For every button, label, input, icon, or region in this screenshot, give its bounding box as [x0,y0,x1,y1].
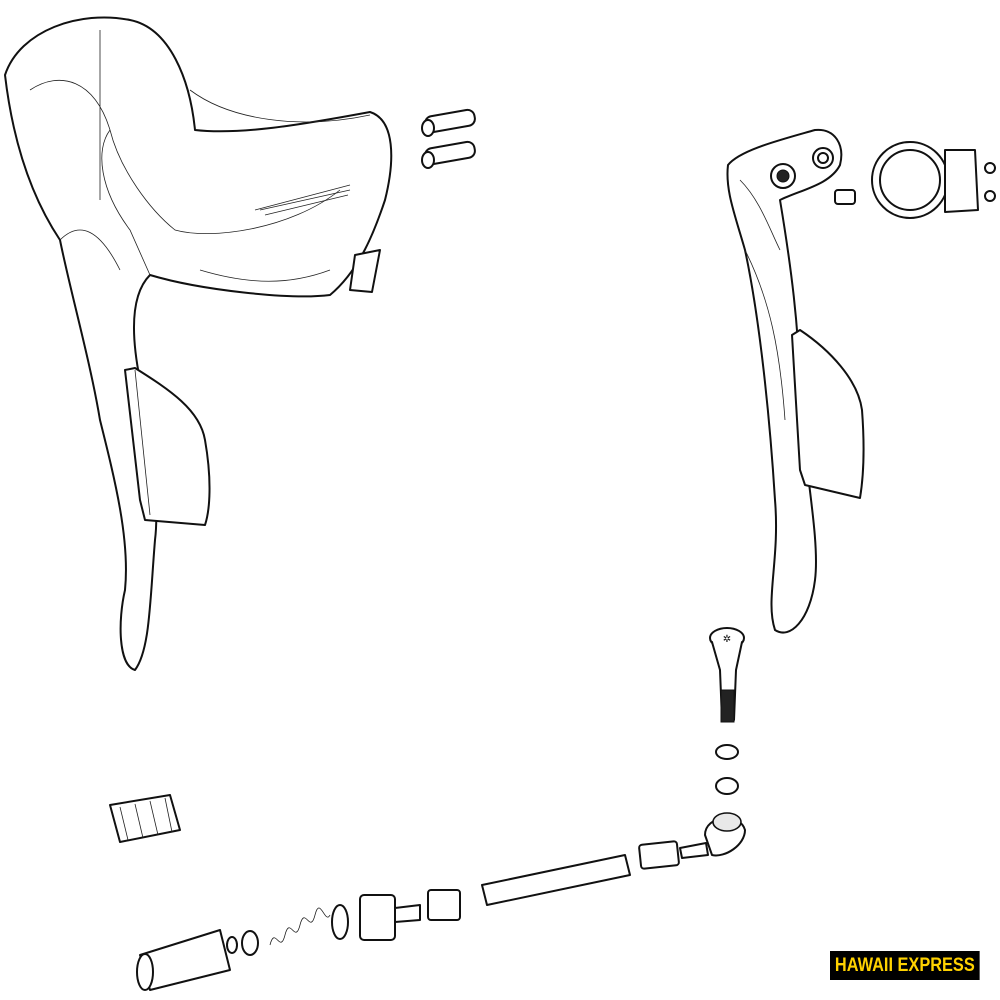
hose-sleeve [638,840,680,870]
banjo-fitting [638,812,746,870]
brand-badge: HAWAII EXPRESS [830,951,980,980]
brake-hose [481,854,631,906]
lever-bolt: ✲ [709,627,745,723]
o-ring [715,777,739,795]
right-shift-paddle [791,329,865,499]
torx-icon: ✲ [723,634,731,645]
right-brake-lever [726,128,865,634]
shift-paddle-tab [349,249,381,293]
compression-nut [109,794,181,843]
left-shifter-assembly [4,16,393,671]
clamp-screw [834,189,856,205]
washer [715,744,739,760]
left-shift-paddle [124,367,211,526]
handlebar-clamp [834,141,996,219]
master-cylinder-parts [136,889,461,991]
pivot-pins [421,108,476,169]
